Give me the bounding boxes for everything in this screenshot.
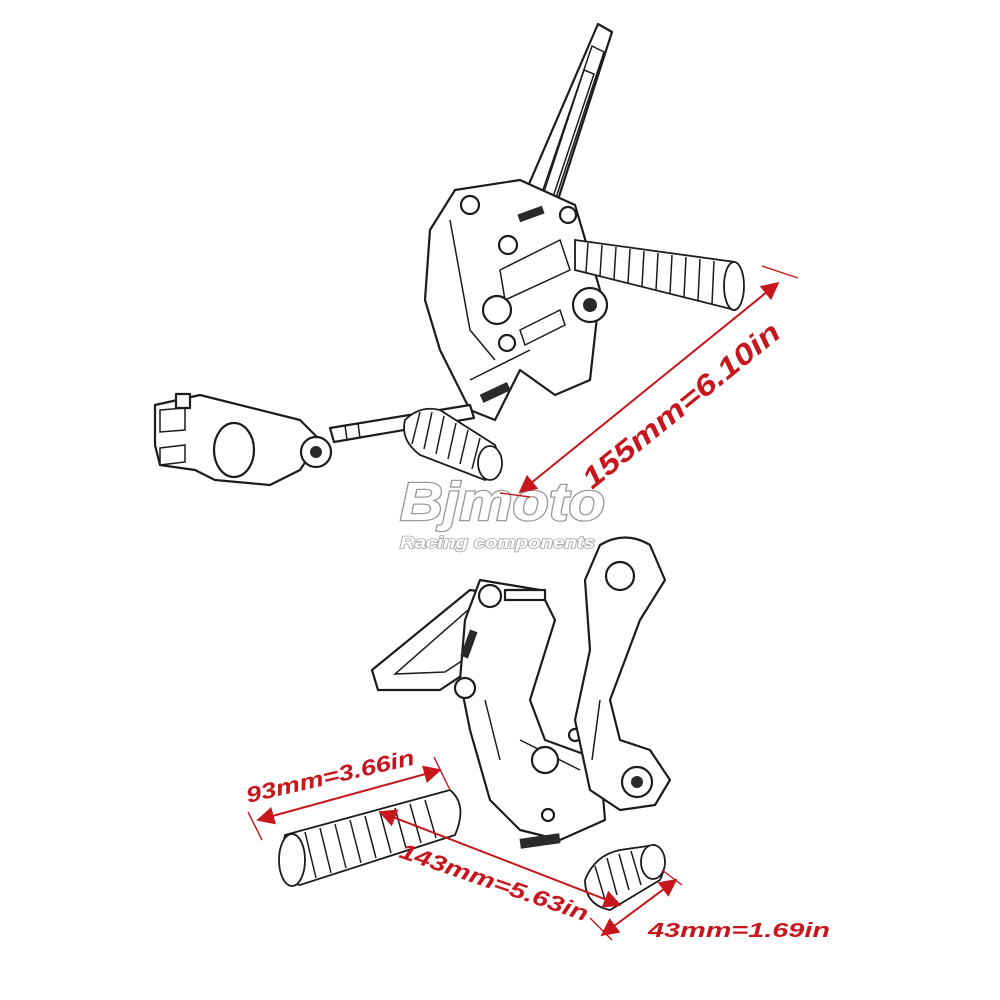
brand-watermark: Bjmoto Racing components	[399, 471, 607, 553]
dimension-label-peg-offset: 43mm=1.69in	[647, 920, 830, 942]
brand-tagline: Racing components	[400, 533, 595, 552]
dimension-peg-offset: 43mm=1.69in	[589, 869, 830, 942]
bottom-brake-lever	[573, 536, 672, 812]
top-shift-lever	[153, 392, 476, 487]
dimension-label-overall-height: 155mm=6.10in	[576, 316, 787, 495]
top-shift-peg	[403, 407, 503, 481]
top-main-bracket	[423, 178, 609, 422]
bottom-rearset-assembly	[278, 536, 672, 911]
brand-name: Bjmoto	[400, 472, 605, 532]
bottom-brake-peg	[584, 844, 666, 911]
dimension-label-peg-length: 93mm=3.66in	[244, 745, 417, 808]
